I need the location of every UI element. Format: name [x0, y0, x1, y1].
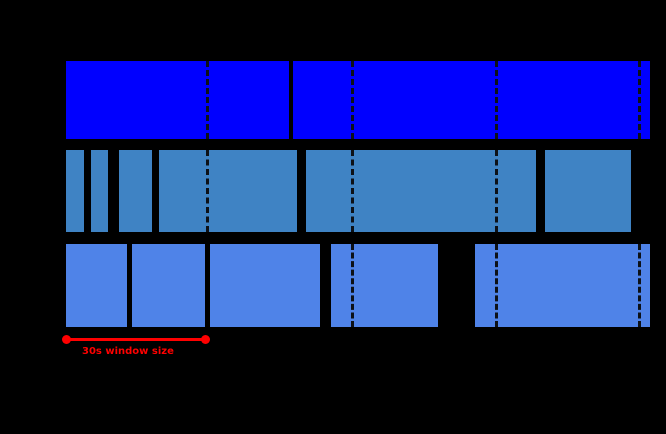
timeline-segment [91, 150, 108, 232]
timeline-segment [210, 244, 320, 327]
timeline-segment [66, 150, 84, 232]
timeline-segment [475, 244, 650, 327]
timeline-row-3 [0, 244, 650, 327]
timeline-segment [293, 61, 650, 139]
timeline-segment [159, 150, 297, 232]
window-size-label: 30s window size [82, 346, 174, 357]
timeline-row-2 [0, 150, 650, 232]
window-size-bracket-start-dot [62, 335, 71, 344]
timeline-segment [66, 61, 289, 139]
timeline-segment [545, 150, 631, 232]
timeline-segment [132, 244, 205, 327]
window-size-bracket-end-dot [201, 335, 210, 344]
window-size-bracket-line [66, 338, 206, 341]
timeline-segment [66, 244, 127, 327]
timeline-segment [119, 150, 152, 232]
timeline-row-1 [0, 61, 650, 139]
timeline-segment [331, 244, 438, 327]
timeline-segment [306, 150, 536, 232]
